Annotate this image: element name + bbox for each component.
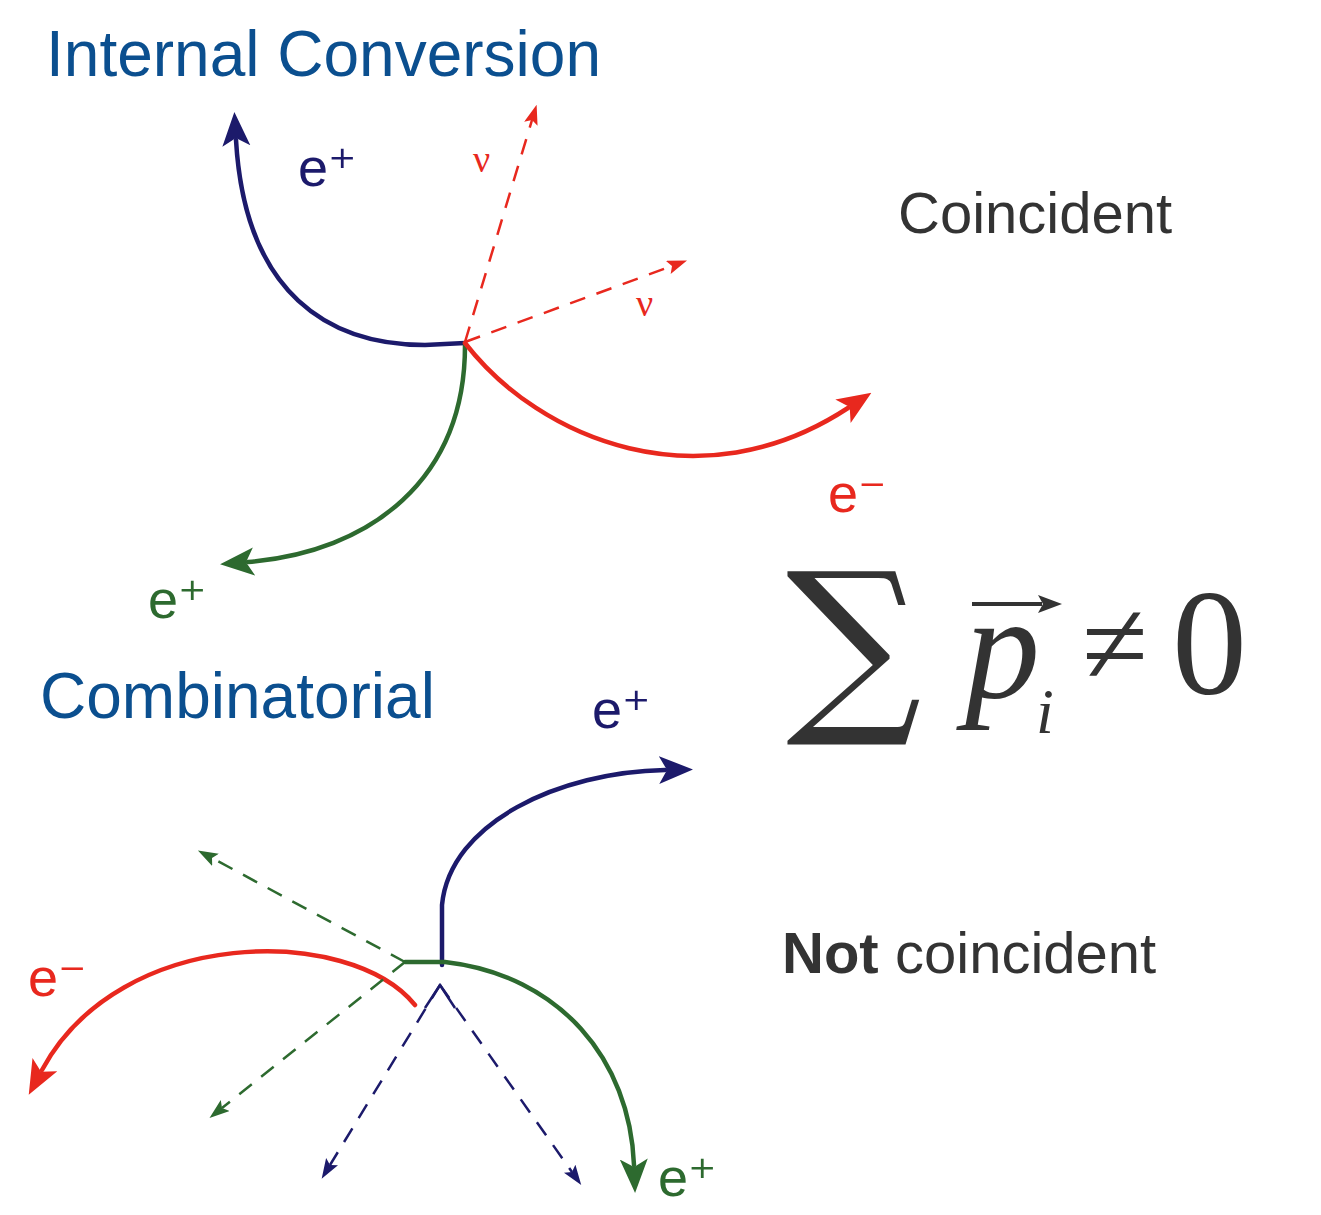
electron-label: e⁻: [828, 466, 887, 520]
section-title: Internal Conversion: [46, 22, 601, 86]
electron-label: e⁻: [28, 950, 87, 1004]
index-symbol: i: [1036, 680, 1054, 744]
status-label: coincident: [895, 924, 1156, 982]
section-title: Combinatorial: [40, 664, 435, 728]
not-equal-symbol: ≠: [1082, 584, 1148, 704]
positron-label: e⁺: [658, 1150, 717, 1204]
momentum-symbol: p: [965, 572, 1040, 722]
positron-label: e⁺: [298, 140, 357, 194]
status-label: Not: [782, 924, 879, 982]
positron-label: e⁺: [592, 682, 651, 736]
positron-label: e⁺: [148, 572, 207, 626]
neutrino-label: ν: [636, 284, 653, 322]
zero-symbol: 0: [1172, 568, 1247, 718]
status-label: Coincident: [898, 184, 1172, 242]
sum-symbol: ∑: [786, 548, 922, 738]
neutrino-label: ν: [473, 140, 490, 178]
